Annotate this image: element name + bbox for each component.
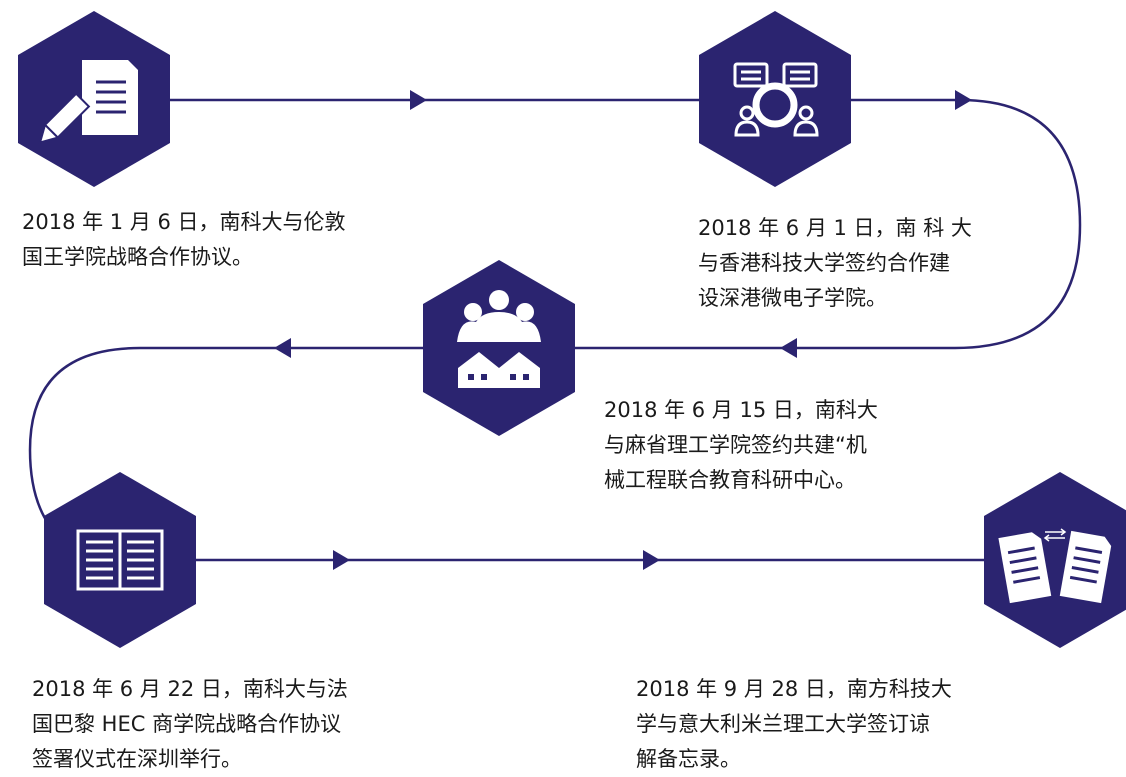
discussion-icon <box>733 62 819 137</box>
caption-line: 2018 年 9 月 28 日，南方科技大 <box>636 677 952 701</box>
document-pencil-icon <box>38 60 138 144</box>
caption-line: 签署仪式在深圳举行。 <box>32 747 242 771</box>
document-exchange-icon <box>998 528 1112 604</box>
arrow-right-marker <box>410 90 427 110</box>
caption-line: 国王学院战略合作协议。 <box>22 245 253 269</box>
caption-line: 与麻省理工学院签约共建“机 <box>604 433 867 457</box>
milestone-caption-3: 2018 年 6 月 15 日，南科大 与麻省理工学院签约共建“机 械工程联合教… <box>604 393 878 498</box>
arrow-left-marker <box>274 338 291 358</box>
caption-line: 设深港微电子学院。 <box>698 286 887 310</box>
timeline-path <box>28 98 1082 562</box>
caption-line: 解备忘录。 <box>636 747 741 771</box>
arrow-right-marker <box>333 550 350 570</box>
milestone-hexagon <box>984 472 1126 648</box>
caption-line: 国巴黎 HEC 商学院战略合作协议 <box>32 712 342 736</box>
milestone-hexagon <box>423 260 575 436</box>
arrow-right-marker <box>955 90 972 110</box>
caption-line: 学与意大利米兰理工大学签订谅 <box>636 712 930 736</box>
caption-line: 2018 年 1 月 6 日，南科大与伦敦 <box>22 210 346 234</box>
caption-line: 与香港科技大学签约合作建 <box>698 251 950 275</box>
caption-line: 2018 年 6 月 15 日，南科大 <box>604 398 878 422</box>
caption-line: 械工程联合教育科研中心。 <box>604 468 856 492</box>
milestone-caption-2: 2018 年 6 月 1 日，南 科 大 与香港科技大学签约合作建 设深港微电子… <box>698 211 972 316</box>
milestone-caption-5: 2018 年 9 月 28 日，南方科技大 学与意大利米兰理工大学签订谅 解备忘… <box>636 672 952 777</box>
caption-line: 2018 年 6 月 1 日，南 科 大 <box>698 216 972 240</box>
open-book-icon <box>76 529 164 591</box>
community-houses-icon <box>457 290 541 388</box>
milestone-hexagon <box>699 11 851 187</box>
arrow-right-marker <box>643 550 660 570</box>
arrow-left-marker <box>780 338 797 358</box>
milestone-caption-1: 2018 年 1 月 6 日，南科大与伦敦 国王学院战略合作协议。 <box>22 205 346 275</box>
milestone-caption-4: 2018 年 6 月 22 日，南科大与法 国巴黎 HEC 商学院战略合作协议 … <box>32 672 348 777</box>
caption-line: 2018 年 6 月 22 日，南科大与法 <box>32 677 348 701</box>
